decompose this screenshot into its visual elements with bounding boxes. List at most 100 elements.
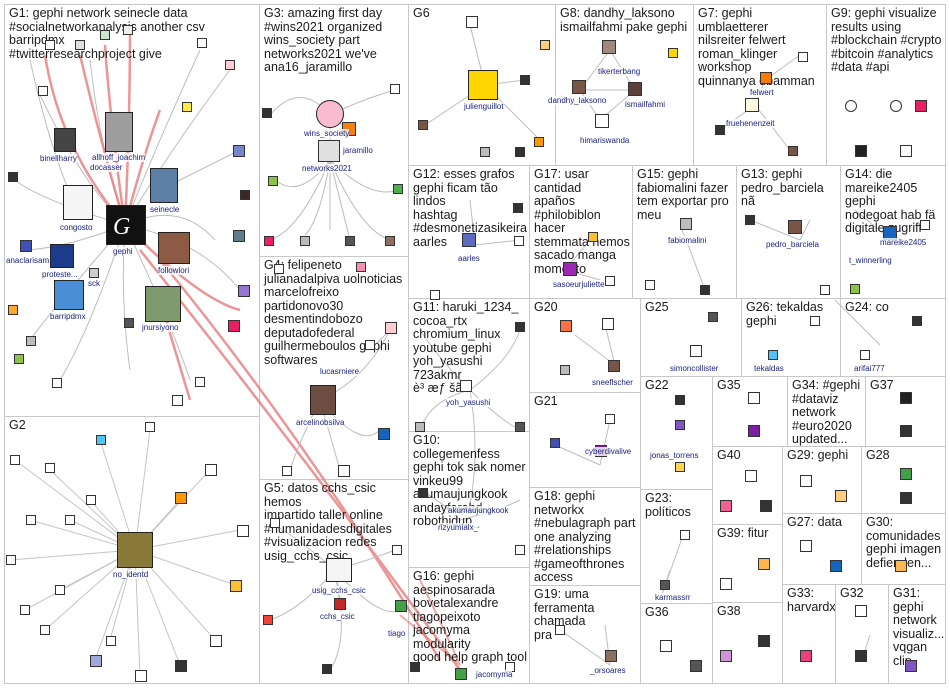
- g1-small-node: [182, 102, 192, 112]
- fabiomalini-avatar: [680, 218, 692, 230]
- followlori-avatar: [158, 232, 190, 264]
- label-sneeflscher: sneeflscher: [592, 378, 633, 387]
- group-g33-title: G33: harvardx: [787, 586, 836, 614]
- g11-small-node: [515, 422, 525, 432]
- g39-small-node: [758, 558, 770, 570]
- g10-small-node: [418, 488, 428, 498]
- group-g15-title: G15: gephi fabiomalini fazer tem exporta…: [637, 167, 729, 222]
- group-g32-title: G32: [840, 586, 864, 600]
- g2-small-node: [26, 515, 36, 525]
- group-g25: G25: [640, 298, 742, 377]
- g24-small-node: [912, 316, 922, 326]
- g3-small-node: [393, 184, 403, 194]
- g1-small-node: [197, 38, 207, 48]
- g1-small-node: [100, 30, 110, 40]
- g2-small-node: [96, 435, 106, 445]
- g38-small-node: [758, 635, 770, 647]
- wins-society-avatar: [316, 100, 344, 128]
- group-g8-title: G8: dandhy_laksono ismailfahmi pake geph…: [560, 6, 688, 34]
- yoh-yasushi-avatar: [460, 380, 472, 392]
- g23-small-node: [660, 580, 670, 590]
- protesters-avatar: [50, 244, 74, 268]
- sasoeurjuliette-avatar: [563, 262, 577, 276]
- julienguillot-avatar: [468, 70, 498, 100]
- g11-small-node: [415, 422, 425, 432]
- group-g19-title: G19: uma ferramenta chamada pra: [534, 587, 595, 642]
- g4-small-node: [282, 466, 292, 476]
- group-g39-title: G39: fitur: [717, 526, 769, 540]
- g20-small-node: [560, 365, 570, 375]
- gephi-logo-icon: G: [113, 214, 130, 240]
- g6-small-node: [418, 120, 428, 130]
- g12-small-node: [513, 203, 523, 213]
- group-g38-title: G38: [717, 604, 741, 618]
- label-orsoares: _orsoares: [590, 666, 626, 675]
- label-aarles: aarles: [458, 254, 480, 263]
- g5-small-node: [395, 600, 407, 612]
- g2-small-node: [90, 655, 102, 667]
- group-g30: G30: comunidades gephi imagen defienden.…: [861, 513, 946, 585]
- usig-avatar: [326, 558, 352, 582]
- jacomyma-avatar: [455, 668, 467, 680]
- ismailfahmi-avatar: [628, 82, 642, 96]
- g5-small-node: [322, 664, 332, 674]
- label-cyberdivalive: cyberdivalive: [585, 447, 632, 456]
- label-arifai777: arifai777: [854, 364, 885, 373]
- group-g26-title: G26: tekaldas gephi: [746, 300, 824, 328]
- g1-small-node: [123, 25, 133, 35]
- g13-small-node: [820, 285, 830, 295]
- congosto-avatar: [63, 185, 93, 220]
- label-jnursiyono: jnursiyono: [142, 323, 179, 332]
- g1-small-node: [52, 378, 62, 388]
- g2-small-node: [230, 580, 242, 592]
- g3-small-node: [264, 236, 274, 246]
- label-tekaldas: tekaldas: [754, 364, 784, 373]
- g1-small-node: [225, 60, 235, 70]
- group-g29-title: G29: gephi: [787, 448, 849, 462]
- networks2021-avatar: [318, 140, 340, 162]
- g2-small-node: [55, 585, 65, 595]
- group-g35-title: G35: [717, 378, 741, 392]
- group-g7-title: G7: gephi umblaetterer nilsreiter felwer…: [698, 6, 815, 88]
- g1-small-node: [228, 320, 240, 332]
- g4-small-node: [338, 465, 350, 477]
- g4-small-node: [365, 340, 375, 350]
- g28-small-node: [900, 468, 912, 480]
- group-g9-title: G9: gephi visualize results using #block…: [831, 6, 942, 74]
- g3-small-node: [385, 236, 395, 246]
- g40-small-node: [720, 500, 732, 512]
- g1-small-node: [233, 145, 245, 157]
- g3-small-node: [390, 84, 400, 94]
- g6-small-node: [540, 40, 550, 50]
- arcelinobsilva-avatar: [310, 385, 336, 415]
- barripdmx-avatar: [54, 280, 84, 310]
- g39-small-node: [720, 578, 732, 590]
- group-g20-title: G20: [534, 300, 558, 314]
- group-g3-title: G3: amazing first day #wins2021 organize…: [264, 6, 383, 74]
- g31-small-node: [905, 660, 917, 672]
- seinecle-avatar: [150, 168, 178, 203]
- g30-small-node: [895, 560, 907, 572]
- allhoff-avatar: [105, 112, 133, 152]
- g9-small-node: [890, 100, 902, 112]
- group-g27-title: G27: data: [787, 515, 842, 529]
- label-tikerterbang: tikerterbang: [598, 67, 641, 76]
- group-g13-title: G13: gephi pedro_barciela nã: [741, 167, 824, 208]
- g25-small-node: [708, 312, 718, 322]
- label-simoncollister: simoncollister: [670, 364, 719, 373]
- label-protesters: proteste...: [42, 270, 78, 279]
- svg-text:G: G: [113, 214, 130, 240]
- group-g36-title: G36: [645, 605, 669, 619]
- label-allhoff-joachim: allhoff_joachim: [92, 153, 146, 162]
- group-g28-title: G28: [866, 448, 890, 462]
- g1-small-node: [8, 305, 18, 315]
- label-docasser: docasser: [90, 163, 123, 172]
- group-g18: G18: gephi networkx #nebulagraph part on…: [529, 487, 641, 586]
- label-akumaujungkook: akumaujungkook: [448, 506, 509, 515]
- label-gephi: gephi: [113, 247, 133, 256]
- label-cchs-csic: cchs_csic: [320, 612, 355, 621]
- label-tiago: tiago: [388, 629, 406, 638]
- g1-small-node: [240, 190, 250, 200]
- g16-small-node: [410, 662, 420, 672]
